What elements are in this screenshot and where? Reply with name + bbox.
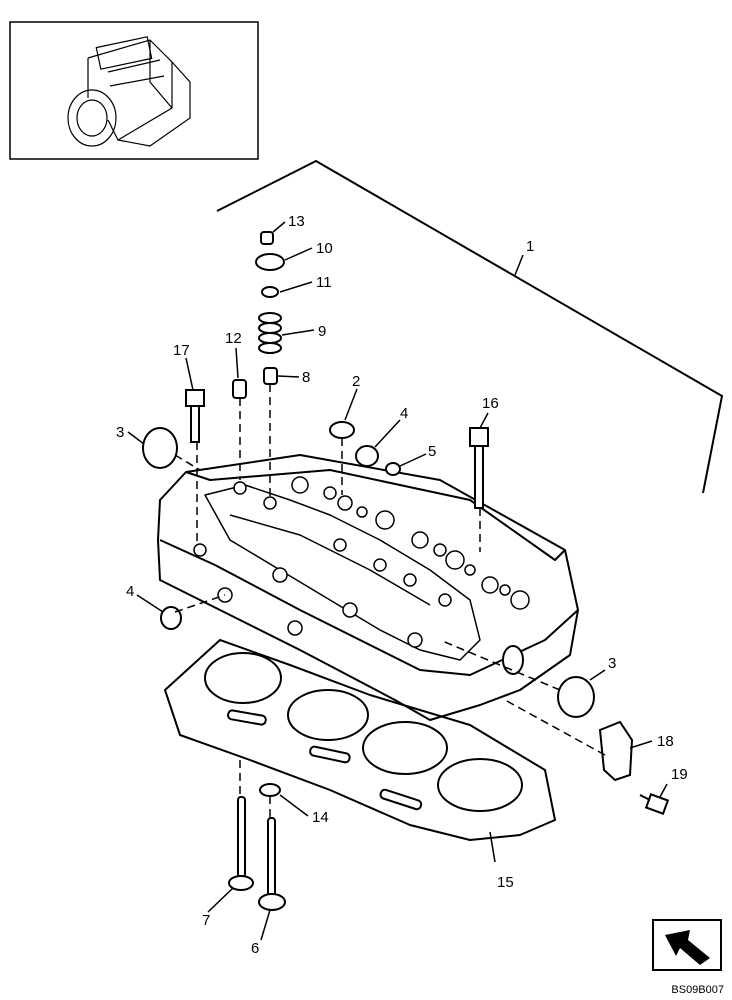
part-18-bracket	[598, 720, 634, 782]
part-10-retainer	[255, 253, 285, 271]
callout-8: 8	[302, 369, 310, 386]
callout-7: 7	[202, 912, 210, 929]
callout-10: 10	[316, 240, 333, 257]
callout-1: 1	[526, 238, 534, 255]
part-5-plug	[385, 462, 401, 476]
callout-3: 3	[608, 655, 616, 672]
callout-11: 11	[316, 274, 332, 291]
valve-6	[258, 817, 286, 911]
callout-18: 18	[657, 733, 674, 750]
part-12-guide	[232, 379, 247, 399]
arrow-next-icon[interactable]	[652, 919, 722, 971]
callout-15: 15	[497, 874, 514, 891]
callout-9: 9	[318, 323, 326, 340]
part-19-bolt	[639, 793, 670, 815]
callout-3: 3	[116, 424, 124, 441]
callout-16: 16	[482, 395, 499, 412]
callout-17: 17	[173, 342, 190, 359]
part-14-ring	[259, 783, 281, 797]
part-3-plug-left	[142, 427, 178, 469]
callout-6: 6	[251, 940, 259, 957]
leader-line	[514, 254, 524, 276]
callout-14: 14	[312, 809, 329, 826]
drawing-code: BS09B007	[671, 984, 724, 996]
callout-4: 4	[400, 405, 408, 422]
callout-2: 2	[352, 373, 360, 390]
part-13-cap	[260, 231, 274, 245]
part-4-plug-left	[160, 606, 182, 630]
engine-thumbnail	[9, 21, 259, 160]
assembly-bracket	[216, 159, 724, 494]
cylinder-head	[157, 454, 579, 721]
part-16-bolt	[469, 427, 489, 509]
callout-labels: 1 2 3 3 4 4 5 6 7 8 9 10 11 12 13 14 15 …	[116, 213, 688, 957]
part-3-plug-right	[557, 676, 595, 718]
callout-4: 4	[126, 583, 134, 600]
part-17-bolt	[185, 389, 205, 443]
part-2-plug	[329, 421, 355, 439]
callout-13: 13	[288, 213, 305, 230]
callout-5: 5	[428, 443, 436, 460]
part-8-seal	[263, 367, 278, 385]
part-11-collet	[261, 286, 279, 298]
part-4-plug-top	[355, 445, 379, 467]
alignment-lines	[174, 384, 606, 818]
callout-12: 12	[225, 330, 242, 347]
head-gasket	[164, 639, 556, 841]
engine-thumbnail-icon	[67, 36, 191, 147]
valve-7	[228, 796, 254, 891]
part-9-spring	[258, 312, 282, 354]
callout-19: 19	[671, 766, 688, 783]
callout-leaders	[127, 221, 668, 941]
